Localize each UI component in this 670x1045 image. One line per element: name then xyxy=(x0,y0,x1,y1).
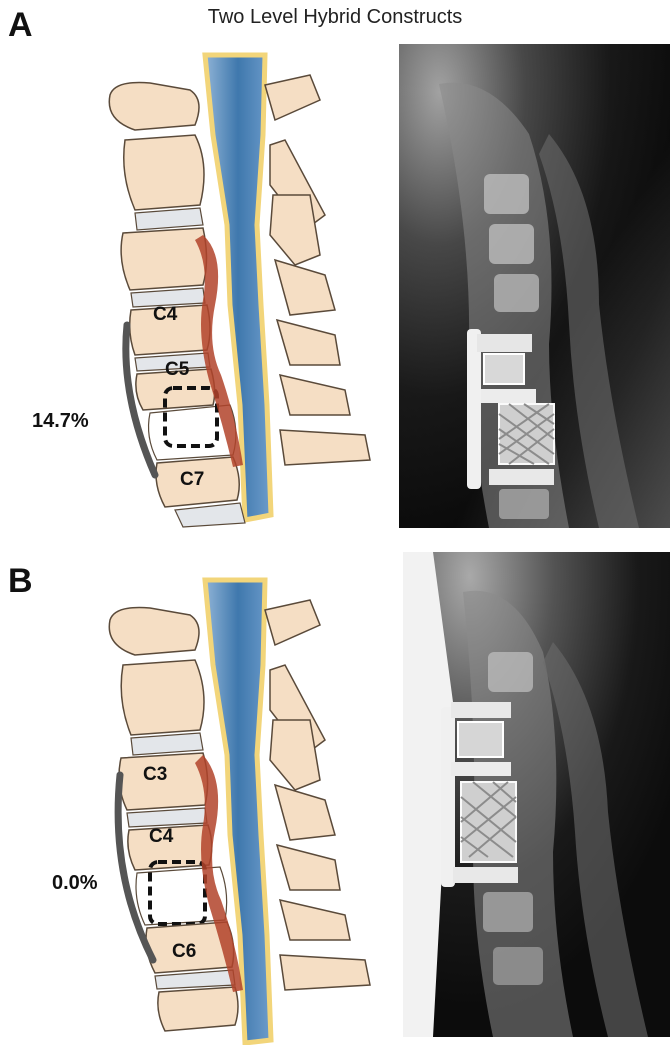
vertebra-label: C4 xyxy=(153,304,178,325)
spinous-process xyxy=(270,720,320,790)
spinous-process xyxy=(277,320,340,365)
vertebra-c2 xyxy=(124,135,204,210)
spinous-process xyxy=(277,845,340,890)
vertebra-c1 xyxy=(109,83,199,131)
spinous-process xyxy=(275,260,335,315)
vertebra-c2 xyxy=(121,660,204,735)
vertebra-label: C6 xyxy=(172,941,196,962)
vertebra-t1 xyxy=(175,503,245,527)
spinous-process xyxy=(265,600,320,645)
disc xyxy=(127,808,207,827)
panel-a-xray-image xyxy=(399,44,670,528)
vertebra-c1 xyxy=(109,608,199,656)
spinous-process xyxy=(280,430,370,465)
vertebra-label: C4 xyxy=(149,826,174,847)
panel-b-xray-image xyxy=(403,552,670,1037)
disc xyxy=(131,733,203,755)
spinous-process xyxy=(270,195,320,265)
vertebra-label: C7 xyxy=(180,469,204,490)
spinous-process xyxy=(280,955,370,990)
panel-b-spine-illustration: C3 C4 C6 xyxy=(95,575,380,1045)
panel-a-spine-illustration: C4 C5 C7 xyxy=(95,45,380,530)
disc xyxy=(155,970,235,989)
spinous-process xyxy=(265,75,320,120)
panel-a-percentage: 14.7% xyxy=(32,410,89,433)
panel-a-letter: A xyxy=(8,6,33,45)
panel-b-percentage: 0.0% xyxy=(52,872,98,895)
vertebra-c7 xyxy=(158,987,238,1031)
vertebra-c3 xyxy=(121,228,206,290)
vertebra-label: C5 xyxy=(165,359,190,380)
disc xyxy=(135,208,203,230)
spinous-process xyxy=(280,900,350,940)
spinous-process xyxy=(280,375,350,415)
vertebra-label: C3 xyxy=(143,764,167,785)
panel-b-letter: B xyxy=(8,562,33,601)
figure-title: Two Level Hybrid Constructs xyxy=(0,6,670,29)
spinous-process xyxy=(275,785,335,840)
